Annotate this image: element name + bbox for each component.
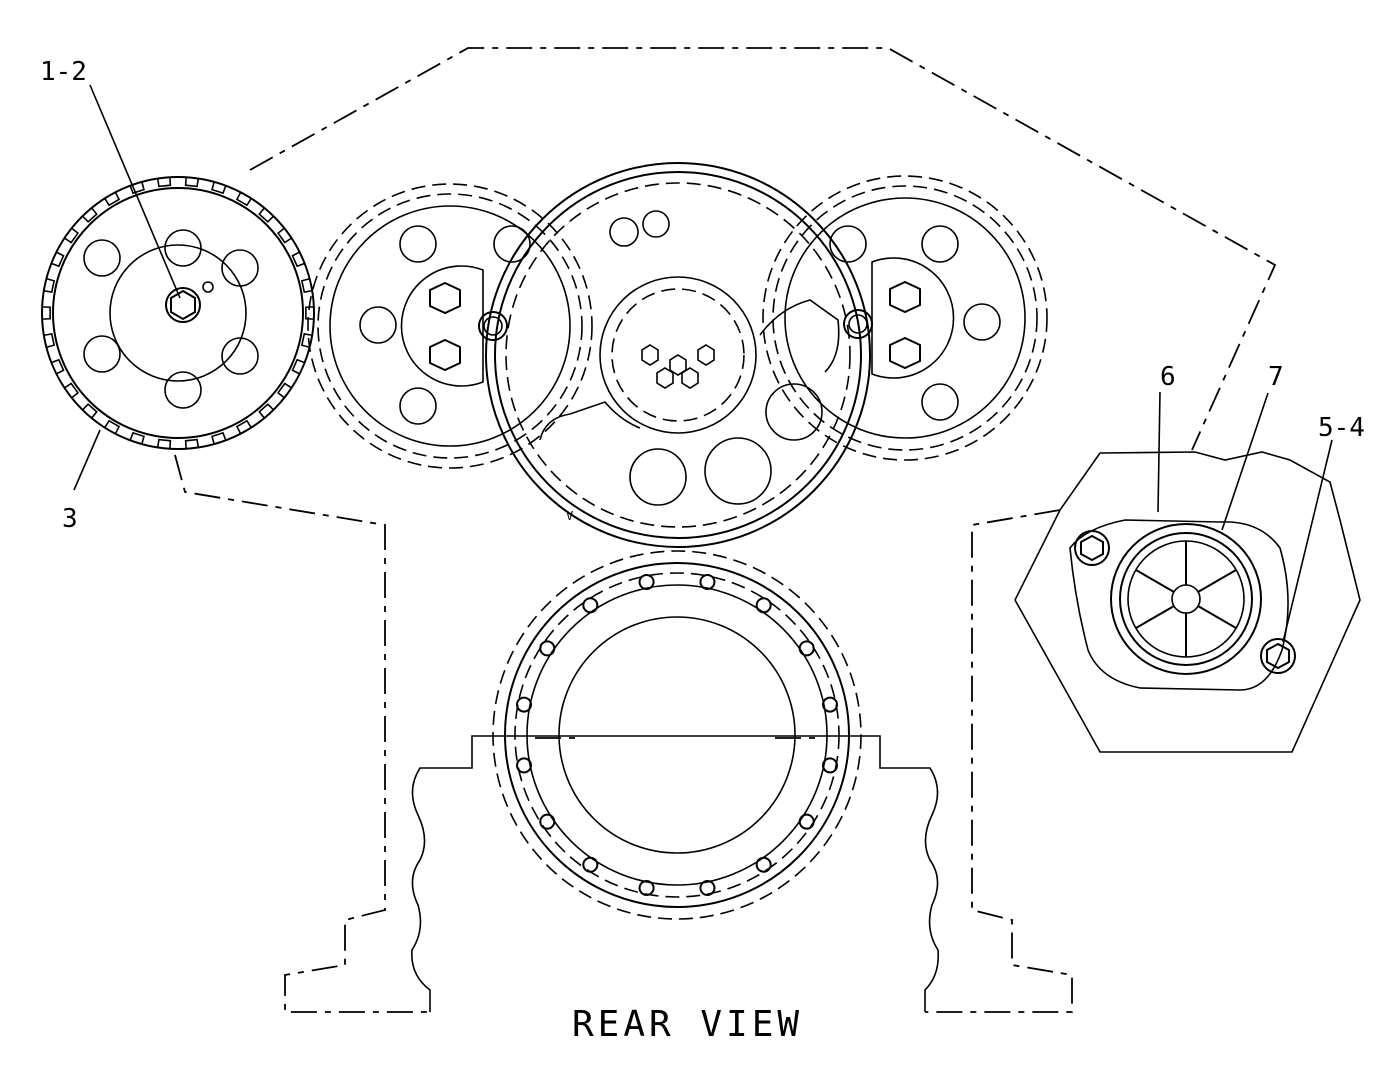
callout-1-2: 1-2 <box>40 57 87 87</box>
center-gear-right-bolt <box>843 309 873 339</box>
gear-tooth-notch <box>156 438 172 449</box>
flywheel-bolt <box>638 573 655 590</box>
gear-tooth-notch <box>81 207 98 223</box>
gear-tooth-notch <box>129 431 145 445</box>
gear-tooth-notch <box>291 251 305 268</box>
flywheel-bolt <box>638 880 655 897</box>
flywheel-bolt <box>539 813 556 830</box>
gear-tooth-notch <box>64 382 80 399</box>
gear-tooth-notch <box>300 333 313 349</box>
gear-tooth-notch <box>156 177 172 188</box>
right-idler-gear <box>762 175 1048 461</box>
left-gear-bolt <box>165 287 201 323</box>
gear-tooth-notch <box>51 358 65 375</box>
gear-tooth-notch <box>184 177 200 188</box>
view-title: REAR VIEW <box>572 1004 803 1045</box>
lower-crankshaft-gear <box>492 550 862 920</box>
flywheel-bolt <box>582 597 599 614</box>
gear-tooth-notch <box>81 403 98 419</box>
flywheel-bolt <box>798 813 815 830</box>
gear-tooth-notch <box>129 181 145 195</box>
gear-tooth-notch <box>211 431 227 445</box>
gear-tooth-notch <box>235 191 252 207</box>
callout-6: 6 <box>1160 362 1176 392</box>
left-timing-gear <box>41 176 315 450</box>
gear-tooth-notch <box>211 181 227 195</box>
gear-tooth-notch <box>305 306 314 320</box>
gear-tooth-notch <box>276 382 292 399</box>
callout-7: 7 <box>1268 362 1284 392</box>
flywheel-bolt <box>539 640 556 657</box>
rear-access-cover-assembly <box>1014 451 1361 753</box>
housing-outline <box>174 47 1277 1013</box>
flywheel-bolt <box>755 856 772 873</box>
flywheel-bolt <box>755 597 772 614</box>
gear-tooth-notch <box>104 419 121 435</box>
gear-tooth-notch <box>258 403 275 419</box>
flywheel-bolt <box>582 856 599 873</box>
callout-5-4: 5-4 <box>1318 413 1365 443</box>
gear-tooth-notch <box>300 277 313 293</box>
gear-tooth-notch <box>235 419 252 435</box>
gear-tooth-notch <box>291 358 305 375</box>
left-idler-gear <box>307 183 593 469</box>
flywheel-bolt <box>798 640 815 657</box>
flywheel-bolt <box>699 573 716 590</box>
gear-tooth-notch <box>51 251 65 268</box>
gear-tooth-notch <box>43 333 56 349</box>
gear-tooth-notch <box>184 438 200 449</box>
lower-gear-bolt-ring <box>515 573 839 897</box>
svg-text:V: V <box>566 509 573 523</box>
gear-tooth-notch <box>42 306 51 320</box>
gear-tooth-notch <box>43 277 56 293</box>
center-camshaft-gear: V <box>485 162 871 548</box>
gear-tooth-notch <box>104 191 121 207</box>
callout-3: 3 <box>62 504 78 534</box>
flywheel-bolt <box>822 696 839 713</box>
gear-tooth-notch <box>64 227 80 244</box>
cover-lower-nut <box>1260 638 1296 674</box>
leader-lines <box>73 84 1333 643</box>
flywheel-bolt <box>822 757 839 774</box>
cover-upper-nut <box>1074 530 1110 566</box>
flywheel-bolt <box>699 880 716 897</box>
gear-tooth-notch <box>276 227 292 244</box>
flywheel-bolt <box>515 696 532 713</box>
center-gear-left-bolt <box>478 311 508 341</box>
cover-spokes <box>1135 541 1237 657</box>
gear-tooth-notch <box>258 207 275 223</box>
flywheel-bolt <box>515 757 532 774</box>
